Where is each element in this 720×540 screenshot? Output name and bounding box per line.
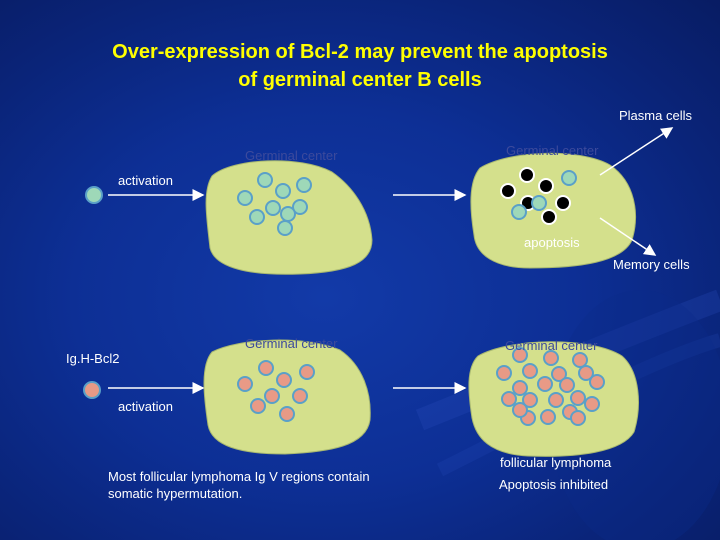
apoptotic-cell <box>500 183 516 199</box>
cells-top-left <box>237 172 312 236</box>
follicular-lymphoma-label: follicular lymphoma <box>500 455 612 470</box>
bcl2-b-cell <box>537 376 553 392</box>
bcl2-b-cell <box>548 392 564 408</box>
b-cell <box>249 209 265 225</box>
b-cell <box>292 199 308 215</box>
b-cell <box>277 220 293 236</box>
bcl2-b-cell <box>512 347 528 363</box>
bcl2-b-cell <box>250 398 266 414</box>
bcl2-b-cell <box>540 409 556 425</box>
hypermutation-note: Most follicular lymphoma Ig V regions co… <box>108 469 370 501</box>
bcl2-b-cell <box>512 402 528 418</box>
b-cell <box>265 200 281 216</box>
apoptosis-inhibited-label: Apoptosis inhibited <box>499 477 609 492</box>
germinal-center-label-top-right: Germinal center <box>506 143 599 158</box>
bcl2-b-cell <box>264 388 280 404</box>
bcl2-b-cell <box>522 392 538 408</box>
b-cell <box>561 170 577 186</box>
bcl2-b-cell <box>522 363 538 379</box>
plasma-cells-label: Plasma cells <box>619 108 692 123</box>
apoptotic-cell <box>538 178 554 194</box>
bcl2-b-cell <box>237 376 253 392</box>
bcl2-b-cell <box>83 381 101 399</box>
b-cell <box>296 177 312 193</box>
bcl2-b-cell <box>559 377 575 393</box>
bcl2-b-cell <box>584 396 600 412</box>
bcl2-b-cell <box>292 388 308 404</box>
bcl2-b-cell <box>572 352 588 368</box>
bcl2-b-cell <box>276 372 292 388</box>
bcl2-b-cell <box>258 360 274 376</box>
bcl2-b-cell <box>543 350 559 366</box>
bcl2-b-cell <box>496 365 512 381</box>
b-cell <box>237 190 253 206</box>
cells-bottom-left <box>237 360 315 422</box>
naive-b-cell <box>85 186 103 204</box>
bcl2-b-cell <box>570 390 586 406</box>
germinal-center-label-top-left: Germinal center <box>245 148 338 163</box>
apoptotic-cell <box>519 167 535 183</box>
memory-cells-label: Memory cells <box>613 257 690 272</box>
germinal-center-label-bottom-right: Germinal center <box>505 338 598 353</box>
bcl2-b-cell <box>279 406 295 422</box>
bcl2-b-cell <box>570 410 586 426</box>
b-cell <box>275 183 291 199</box>
activation-label-bottom: activation <box>118 399 173 414</box>
activation-label-top: activation <box>118 173 173 188</box>
bcl2-b-cell <box>578 365 594 381</box>
b-cell <box>257 172 273 188</box>
b-cell <box>511 204 527 220</box>
plasma-cells-arrow <box>599 127 674 176</box>
bcl2-b-cell <box>589 374 605 390</box>
apoptotic-cell <box>541 209 557 225</box>
apoptosis-label: apoptosis <box>524 235 580 250</box>
title-line-2: of germinal center B cells <box>238 69 482 91</box>
title-line-1: Over-expression of Bcl-2 may prevent the… <box>112 41 608 63</box>
bcl2-b-cell <box>551 366 567 382</box>
slide-title: Over-expression of Bcl-2 may prevent the… <box>0 38 720 94</box>
bcl2-b-cell <box>512 380 528 396</box>
b-cell <box>280 206 296 222</box>
germinal-center-label-bottom-left: Germinal center <box>245 336 338 351</box>
bcl2-b-cell <box>501 391 517 407</box>
igh-bcl2-label: Ig.H-Bcl2 <box>66 351 120 366</box>
b-cell <box>531 195 547 211</box>
cells-bottom-right <box>496 347 605 426</box>
germinal-center-bottom-left <box>203 339 371 455</box>
bcl2-b-cell <box>299 364 315 380</box>
apoptotic-cell <box>555 195 571 211</box>
cells-top-right <box>500 167 577 225</box>
memory-cells-arrow <box>599 217 657 256</box>
